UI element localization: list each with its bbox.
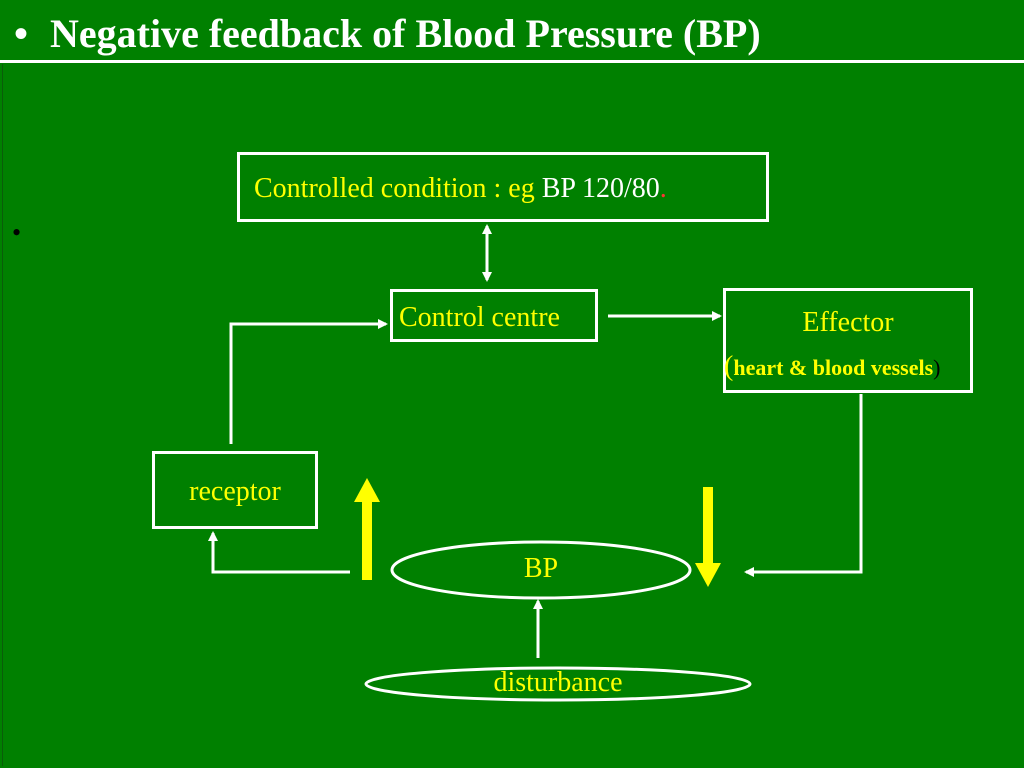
bp-ellipse [390,540,692,600]
effector-to-bp-arrow [744,394,863,577]
effector-box: Effector (heart & blood vessels) [723,288,973,393]
controlled-condition-text: Controlled condition : eg BP 120/80. [254,173,667,205]
receptor-to-centre-arrow [229,319,388,444]
bp-label: BP [523,553,559,584]
control-centre-box: Control centre [390,289,598,342]
down-arrow-icon [695,487,721,587]
effector-title: Effector [802,307,894,338]
slide-title: Negative feedback of Blood Pressure (BP) [50,11,761,56]
title-divider [0,60,1024,63]
controlled-condition-value: BP 120/80 [541,173,660,204]
controlled-condition-trailing: . [659,173,667,204]
controlled-condition-label: Controlled condition : eg [254,173,542,204]
up-arrow-icon [354,478,380,580]
effector-open-paren: ( [724,351,734,382]
title-bar: • Negative feedback of Blood Pressure (B… [0,0,1024,62]
bp-to-receptor-arrow [208,531,350,574]
content-frame [2,64,1022,766]
body-bullet: • [12,218,22,247]
control-centre-label: Control centre [399,302,560,333]
effector-detail: heart & blood vessels [733,355,934,380]
controlled-condition-box: Controlled condition : eg BP 120/80. [237,152,769,222]
effector-close-paren: ) [933,355,941,380]
disturbance-label: disturbance [493,667,623,698]
effector-detail-line: (heart & blood vessels) [724,351,940,383]
receptor-box: receptor [152,451,318,529]
receptor-label: receptor [189,476,281,507]
disturbance-ellipse [364,666,752,702]
title-bullet: • [14,11,29,56]
